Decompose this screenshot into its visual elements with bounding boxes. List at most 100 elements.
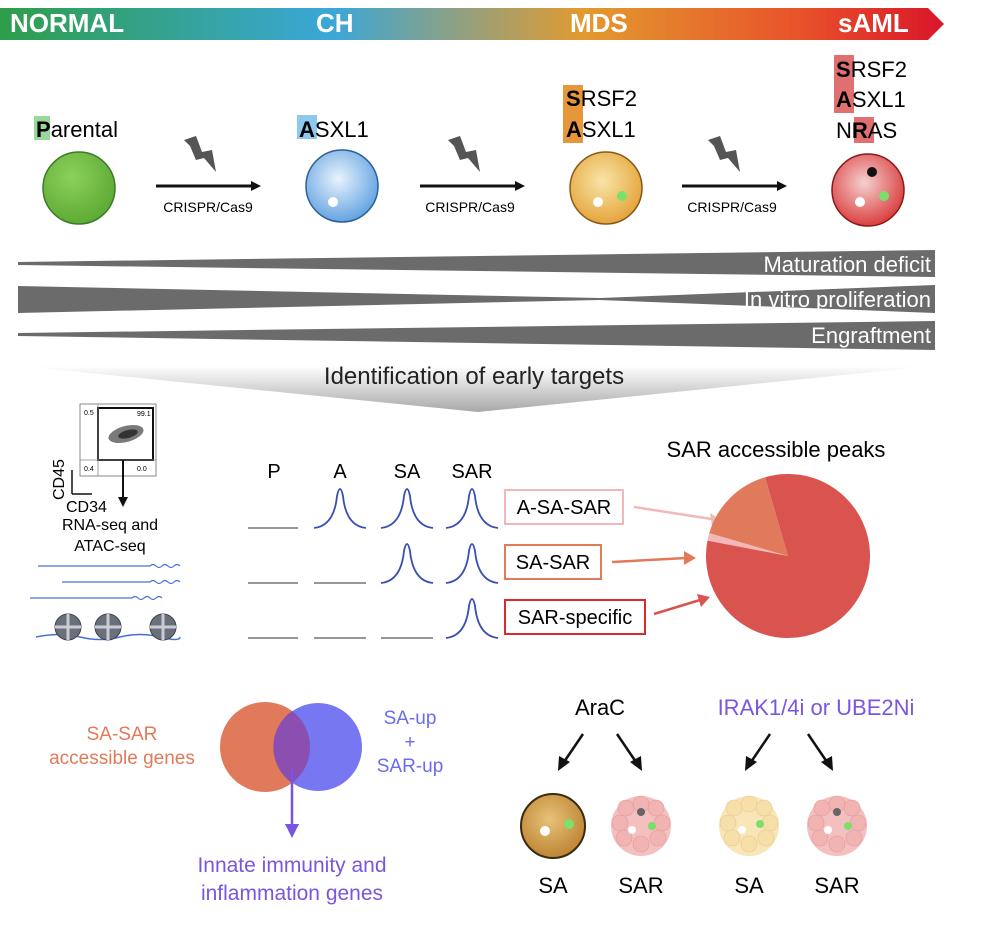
- highlight-box: [34, 116, 50, 140]
- stage-mds: MDS: [570, 8, 628, 38]
- label-asxl1-saml: ASXL1: [836, 87, 906, 112]
- identification-title: Identification of early targets: [324, 363, 624, 390]
- pie-slice-sa-sar: [709, 477, 788, 556]
- quadrant-bl: 0.4: [84, 466, 94, 473]
- pointer-arrows: [611, 505, 722, 616]
- pie-slice-sar-specific: [705, 474, 870, 638]
- label-parental: Parental: [36, 117, 118, 142]
- maturation-wedge: [18, 250, 935, 277]
- proliferation-wedge: [18, 285, 935, 313]
- facs-y-axis: CD45: [51, 459, 68, 500]
- proliferation-label: In vitro proliferation: [744, 287, 931, 312]
- label-asxl1-mds: ASXL1: [566, 117, 636, 142]
- venn-result-line1: Innate immunity and: [197, 854, 386, 877]
- lightning-icon: [708, 136, 740, 172]
- asxl1-cell: [305, 149, 379, 223]
- nucleus-dot: [593, 197, 603, 207]
- facs-panel: 0.5 99.1 0.4 0.0 CD45 CD34 RNA-seq and A…: [30, 403, 181, 641]
- peak-row-3: [248, 598, 499, 639]
- highlight-box: [834, 55, 854, 113]
- sa-label-arac: SA: [538, 873, 568, 898]
- sa-apoptotic-cell-inhibitor: [719, 795, 779, 856]
- venn-right-label2: SAR-up: [377, 756, 444, 777]
- quadrant-tl: 0.5: [84, 410, 94, 417]
- peak-row-1: [248, 488, 499, 529]
- nucleus-dot: [867, 167, 877, 177]
- sar-apoptotic-cell-arac: [611, 795, 671, 856]
- facs-x-axis: CD34: [66, 499, 107, 516]
- venn-result-line2: inflammation genes: [201, 882, 383, 905]
- peaks-panel: P A SA SAR A-SA-SAR SA-SAR: [248, 461, 722, 639]
- engraftment-wedge: [18, 321, 935, 350]
- sa-cell-arac: [520, 793, 586, 859]
- lightning-icon: [448, 136, 480, 172]
- category-box: [504, 544, 602, 580]
- pie-chart: SAR accessible peaks: [667, 437, 886, 638]
- peak-header-p: P: [267, 461, 280, 483]
- crispr-label: CRISPR/Cas9: [163, 199, 253, 215]
- identification-banner: Identification of early targets: [20, 363, 932, 412]
- seq-label-line2: ATAC-seq: [74, 538, 145, 555]
- peak-header-a: A: [333, 461, 347, 483]
- cell-progression: Parental CRISPR/Cas9 ASXL1 CRISPR/Cas9 S…: [34, 55, 907, 227]
- sar-label-arac: SAR: [618, 873, 663, 898]
- seq-label-line1: RNA-seq and: [62, 517, 158, 534]
- venn-right-label1: SA-up: [384, 708, 437, 729]
- label-srsf2-saml: SRSF2: [836, 57, 907, 82]
- venn-left-label2: accessible genes: [49, 748, 195, 769]
- nucleus-dot: [879, 191, 889, 201]
- pie-slice-a-sa-sar: [707, 533, 788, 556]
- crispr-label: CRISPR/Cas9: [687, 199, 777, 215]
- nucleus-dot: [617, 191, 627, 201]
- sar-apoptotic-cell-inhibitor: [807, 795, 867, 856]
- parental-cell: [42, 151, 116, 225]
- arac-label: AraC: [575, 695, 625, 720]
- venn-left-label1: SA-SAR: [87, 724, 158, 745]
- venn-panel: SA-SAR accessible genes SA-up + SAR-up I…: [49, 702, 443, 905]
- highlight-box: [854, 117, 874, 143]
- saml-cell: [831, 153, 905, 227]
- pie-title: SAR accessible peaks: [667, 437, 886, 462]
- lightning-icon: [184, 136, 216, 172]
- highlight-box: [297, 115, 317, 139]
- sa-label-inhibitor: SA: [734, 873, 764, 898]
- sar-label-inhibitor: SAR: [814, 873, 859, 898]
- nucleus-dot: [564, 819, 574, 829]
- maturation-label: Maturation deficit: [763, 252, 931, 277]
- stage-banner: NORMAL CH MDS sAML: [0, 8, 944, 40]
- peak-header-sa: SA: [394, 461, 421, 483]
- nucleus-dot: [328, 197, 338, 207]
- crispr-label: CRISPR/Cas9: [425, 199, 515, 215]
- label-sa-sar: SA-SAR: [516, 552, 590, 574]
- category-box: [504, 599, 646, 635]
- venn-right-plus: +: [404, 732, 415, 753]
- label-srsf2: SRSF2: [566, 86, 637, 111]
- label-a-sa-sar: A-SA-SAR: [517, 497, 611, 519]
- label-sar-specific: SAR-specific: [518, 607, 632, 629]
- nucleus-dot: [855, 197, 865, 207]
- phenotype-wedges: Maturation deficit In vitro proliferatio…: [18, 250, 935, 350]
- label-asxl1: ASXL1: [299, 117, 369, 142]
- category-box: [504, 489, 624, 525]
- stage-gradient-arrow: [0, 8, 944, 40]
- peak-row-2: [248, 543, 499, 584]
- stage-saml: sAML: [838, 8, 909, 38]
- identification-funnel: [20, 366, 932, 412]
- stage-normal: NORMAL: [10, 8, 124, 38]
- rna-reads-icon: [30, 563, 181, 601]
- label-nras: NRAS: [836, 118, 897, 143]
- nucleus-dot: [540, 826, 550, 836]
- stage-ch: CH: [316, 8, 354, 38]
- quadrant-tr: 99.1: [137, 411, 151, 418]
- inhibitor-label: IRAK1/4i or UBE2Ni: [718, 695, 915, 720]
- engraftment-label: Engraftment: [811, 323, 931, 348]
- peak-header-sar: SAR: [451, 461, 492, 483]
- pie-slices: [705, 474, 870, 638]
- mds-cell: [569, 151, 643, 225]
- treatment-panel: AraC IRAK1/4i or UBE2Ni: [520, 695, 915, 898]
- treatment-arrows: [562, 733, 829, 763]
- nucleosome-icon: [35, 613, 181, 641]
- highlight-box: [563, 85, 583, 143]
- quadrant-br: 0.0: [137, 466, 147, 473]
